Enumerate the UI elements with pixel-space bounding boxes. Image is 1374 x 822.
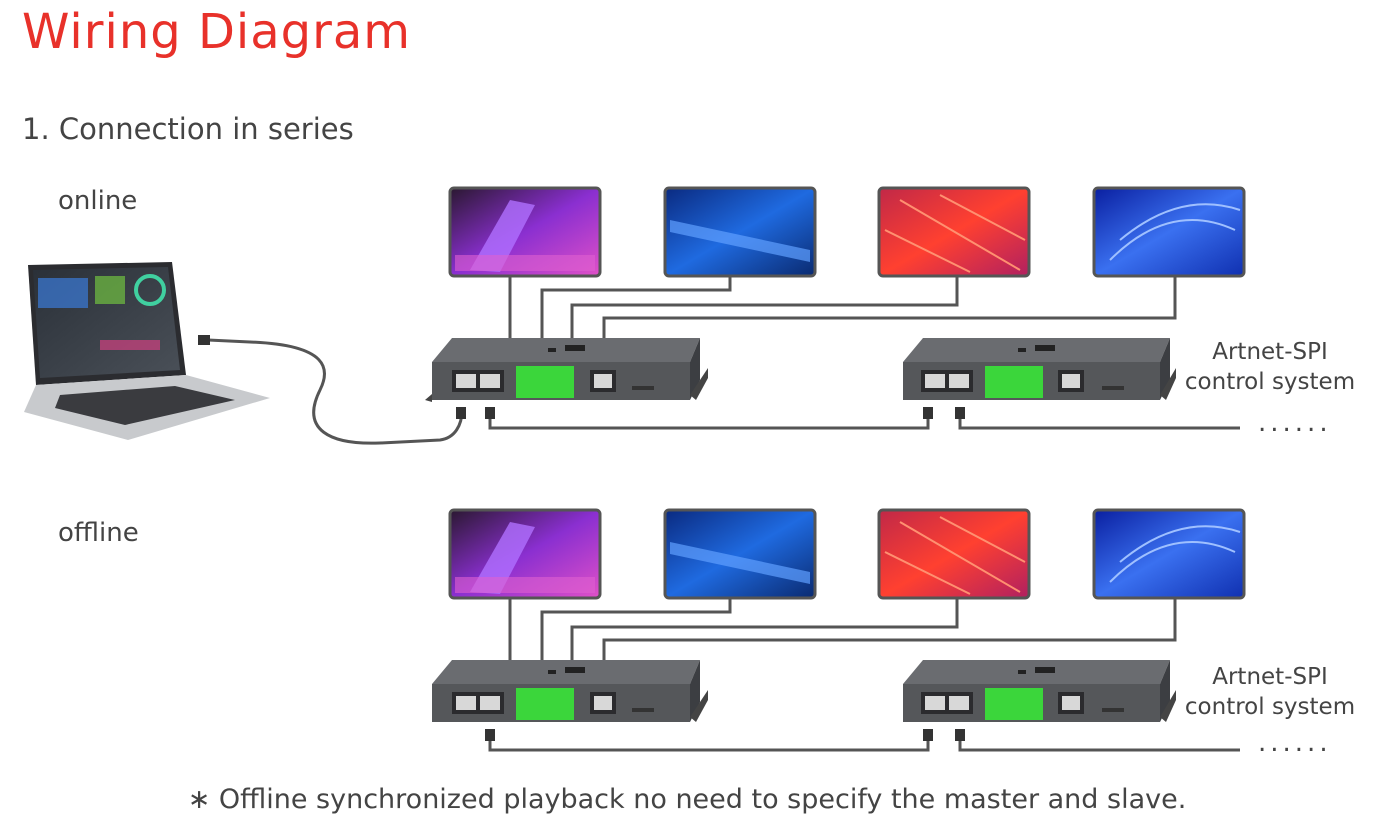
system-label-online: Artnet-SPI control system [1170, 337, 1370, 397]
online-label: online [58, 186, 138, 216]
chain-plugs-offline [485, 729, 965, 741]
rj45-plug-icon [198, 335, 210, 345]
chain-wires-online [488, 415, 1240, 430]
controller-2 [903, 338, 1176, 400]
footnote: ∗ Offline synchronized playback no need … [187, 784, 1187, 815]
led-screen-4 [1092, 508, 1246, 600]
led-screen-2 [663, 508, 817, 600]
led-screen-4 [1092, 186, 1246, 278]
offline-label: offline [58, 518, 139, 548]
controller-2 [903, 660, 1176, 722]
led-screen-3 [877, 186, 1031, 278]
led-screen-2 [663, 186, 817, 278]
screen-wires [508, 598, 1177, 660]
chain-wires-offline [488, 737, 1240, 752]
laptop [24, 262, 270, 440]
section-heading: 1. Connection in series [22, 112, 354, 146]
laptop-cable [207, 338, 464, 445]
led-screen-1 [448, 186, 602, 278]
system-label-line2: control system [1184, 369, 1356, 395]
offline-row [432, 508, 1246, 752]
system-label-line1: Artnet-SPI [1212, 339, 1328, 365]
page-title: Wiring Diagram [22, 4, 412, 60]
controller-1 [432, 660, 708, 722]
led-screen-1 [448, 508, 602, 600]
online-row [24, 186, 1246, 445]
controller-1 [425, 338, 708, 402]
continuation-dots-online: ...... [1258, 408, 1332, 438]
led-screen-3 [877, 508, 1031, 600]
chain-plugs-online [456, 407, 965, 419]
screen-wires [508, 276, 1177, 338]
system-label-line2: control system [1184, 694, 1356, 720]
system-label-offline: Artnet-SPI control system [1170, 662, 1370, 722]
continuation-dots-offline: ...... [1258, 728, 1332, 758]
system-label-line1: Artnet-SPI [1212, 664, 1328, 690]
